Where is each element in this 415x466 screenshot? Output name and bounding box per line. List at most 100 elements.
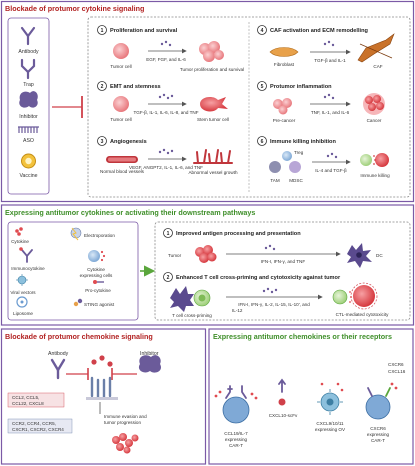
cxcl10-scfv-icon — [278, 378, 286, 406]
right-label: Cancer — [367, 118, 382, 123]
immunocytokine-icon — [21, 249, 33, 263]
item-number: 2 — [101, 84, 104, 90]
number-badge — [97, 25, 107, 35]
item-title: Improved antigen processing and presenta… — [176, 231, 301, 237]
left-label: Fibroblast — [274, 62, 295, 67]
antibody-icon — [50, 358, 66, 380]
item-number: 1 — [167, 231, 170, 237]
panel-antitumor-chemokines: Expressing antitumor chemokines or their… — [208, 328, 414, 465]
cytokine-expressing-cells-icon — [88, 250, 106, 262]
number-badge — [97, 81, 107, 91]
right-label: DC — [376, 253, 383, 258]
tumor-cluster-icon — [195, 245, 217, 263]
item-title: CAF activation and ECM remodelling — [270, 28, 368, 34]
factors-label: TGF-β and IL-1 — [314, 58, 346, 63]
left-label: Tumor cell — [110, 117, 131, 122]
treg-label: Treg — [294, 150, 304, 155]
sting-agonist-icon — [73, 298, 83, 307]
left-label: Tumor cell — [110, 64, 131, 69]
immune-killing-icon — [360, 153, 389, 167]
item-immune-inhibition: 6 Immune killing inhibition Treg TAM MDS… — [257, 136, 390, 183]
cytokine-dots — [158, 93, 174, 100]
number-badge — [257, 25, 267, 35]
number-badge — [257, 136, 267, 146]
cytokine-dots — [158, 148, 174, 155]
panel2-title: Expressing antitumor cytokines or activa… — [5, 208, 255, 217]
outcome-label-1: Immune evasion and — [104, 414, 147, 419]
item-label-ccl19-1: CCL19/IL-7 — [224, 431, 248, 436]
ctl-cytotoxicity-icon — [332, 282, 378, 310]
right-label: Abnormal vessel growth — [188, 170, 237, 175]
panel2-agent-box — [7, 221, 139, 321]
item-label-ov-1: CXCL9/10/11 — [316, 421, 344, 426]
inhibitor-icon — [19, 91, 38, 108]
number-badge — [97, 136, 107, 146]
pre-cancer-icon — [273, 98, 292, 115]
inhibitor-icon — [138, 355, 161, 373]
left-label: Pre-cancer — [273, 118, 296, 123]
immunocytokine-payload-icon — [19, 247, 23, 251]
agent-label-antibody: Antibody — [18, 49, 39, 55]
agent-label-pro-cytokine: Pro-cytokine — [85, 288, 111, 293]
agent-label-inhibitor: Inhibitor — [19, 114, 38, 120]
item-label-ov-2: expressing OV — [315, 427, 346, 432]
item-number: 5 — [261, 84, 264, 90]
chemokine-receptor-icon — [90, 376, 112, 400]
number-badge — [257, 81, 267, 91]
item-title: Immune killing inhibition — [270, 139, 336, 145]
abnormal-vessel-icon — [193, 149, 233, 164]
stem-tumor-cell-icon — [200, 96, 228, 112]
cytokine-icon — [15, 227, 23, 236]
item-title: Protumor inflammation — [270, 84, 332, 90]
number-badge — [163, 272, 173, 282]
tam-label: TAM — [270, 178, 280, 183]
ligands-label-2: CCL22, CXCL8 — [12, 401, 44, 406]
item-angiogenesis: 3 Angiogenesis Normal blood vessels VEGF… — [97, 136, 238, 175]
panel-antitumor-cytokines: Expressing antitumor cytokines or activa… — [0, 204, 415, 326]
outcome-label-2: tumor progression — [104, 420, 141, 425]
factors-label-2: IL-12 — [232, 308, 243, 313]
t-cell-cross-priming-icon — [170, 286, 211, 312]
item-t-cell-priming: 2 Enhanced T cell cross-priming and cyto… — [163, 272, 389, 318]
ccl19-il7-car-t-icon — [214, 385, 258, 424]
factors-label: TGF-β, IL-1, IL-6, IL-8, and TNF — [133, 110, 198, 115]
left-label: Tumor — [168, 253, 182, 258]
chemokine-dots — [91, 355, 113, 367]
ligands-label-1: CCL2, CCL5, — [12, 395, 39, 400]
vaccine-icon — [21, 153, 36, 169]
item-number: 1 — [101, 28, 104, 34]
item-number: 6 — [261, 139, 264, 145]
electroporation-icon — [70, 227, 82, 241]
item-antigen-presentation: 1 Improved antigen processing and presen… — [163, 228, 383, 268]
cytokine-dots — [264, 244, 276, 251]
agent-label-electroporation: Electroporation — [84, 233, 115, 238]
item-number: 3 — [101, 139, 104, 145]
oncolytic-virus-icon — [317, 382, 344, 415]
factors-label: IL-4 and TGF-β — [315, 168, 347, 173]
blood-vessel-icon — [106, 156, 138, 163]
tag-cxcr6: CXCR6 — [388, 362, 404, 367]
dc-icon — [347, 243, 372, 268]
factors-label: IFN-I, IFN-γ, and TNF — [261, 259, 306, 264]
agent-label-cytokine-expressing-cells-1: Cytokine — [87, 267, 105, 272]
right-label: Stem tumor cell — [197, 117, 229, 122]
item-title: EMT and stemness — [110, 84, 161, 90]
item-number: 4 — [261, 28, 264, 34]
fibroblast-icon — [269, 47, 299, 57]
caf-icon — [357, 33, 395, 63]
mdsc-label: MDSC — [289, 178, 303, 183]
cell-membrane — [86, 397, 118, 400]
item-inflammation: 5 Protumor inflammation Pre-cancer TNF, … — [257, 81, 385, 123]
panel1-title: Blockade of protumor cytokine signaling — [5, 4, 144, 13]
agent-label-liposome: Liposome — [13, 311, 33, 316]
cytokine-dots — [262, 287, 278, 294]
item-label-cxcr6-1: CXCR6 — [370, 426, 386, 431]
item-title: Enhanced T cell cross-priming and cytoto… — [176, 275, 341, 281]
item-label-cxcr6-2: expressing — [367, 432, 390, 437]
factors-label: VEGF, ANGPT2, IL-1, IL-6, and TNF — [129, 165, 203, 170]
aso-icon — [18, 126, 39, 133]
agent-label-trap: Trap — [23, 82, 34, 88]
tumor-cell-icon — [113, 96, 129, 112]
